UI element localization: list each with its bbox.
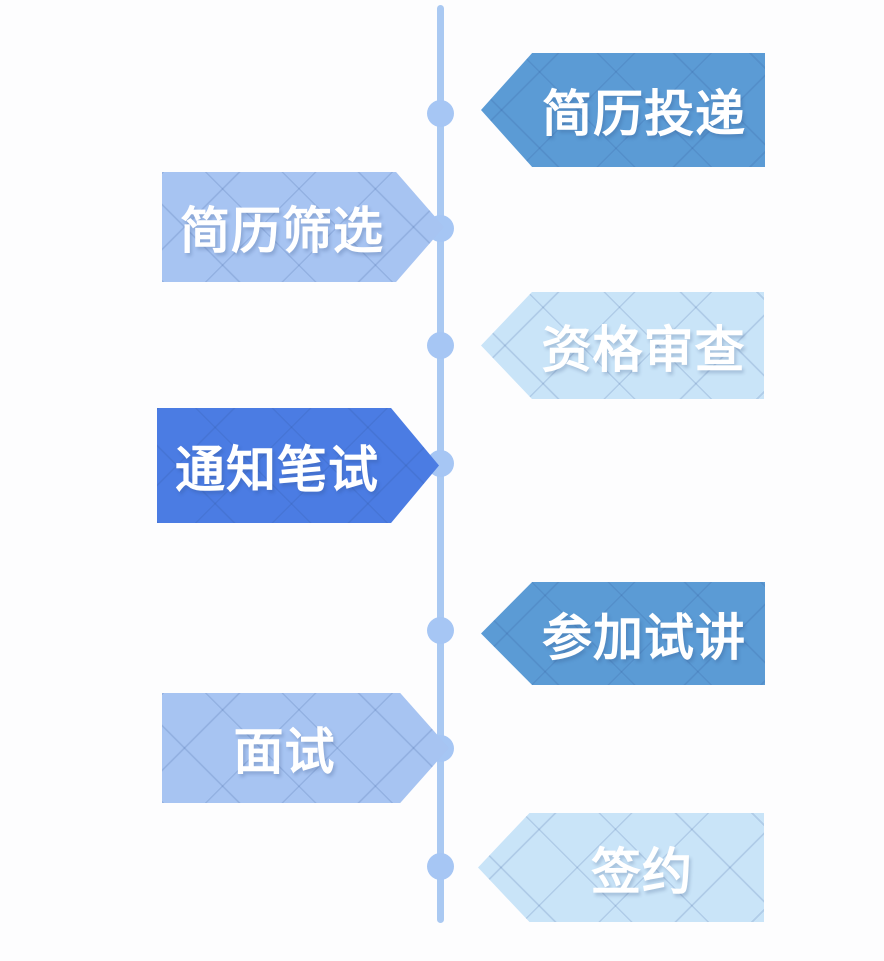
- step-banner-trial-lecture: 参加试讲: [481, 582, 765, 685]
- timeline-node: [427, 100, 454, 127]
- timeline-node: [427, 735, 454, 762]
- step-label-resume-submission: 简历投递: [542, 86, 746, 142]
- timeline-node: [427, 450, 454, 477]
- step-banner-qualification-review: 资格审查: [481, 292, 764, 399]
- timeline-node: [427, 332, 454, 359]
- step-label-qualification-review: 资格审查: [541, 321, 746, 378]
- step-banner-resume-screening: 简历筛选: [162, 172, 444, 282]
- timeline-node: [427, 215, 454, 242]
- step-label-signing: 签约: [591, 843, 693, 900]
- step-banner-written-test-notice: 通知笔试: [157, 408, 439, 523]
- step-label-written-test-notice: 通知笔试: [175, 441, 379, 498]
- timeline-node: [427, 853, 454, 880]
- step-banner-interview: 面试: [162, 693, 449, 803]
- timeline-node: [427, 617, 454, 644]
- step-banner-resume-submission: 简历投递: [481, 53, 765, 167]
- step-label-resume-screening: 简历筛选: [180, 203, 384, 259]
- step-label-trial-lecture: 参加试讲: [542, 609, 746, 666]
- step-label-interview: 面试: [233, 724, 336, 780]
- step-banner-signing: 签约: [478, 813, 764, 922]
